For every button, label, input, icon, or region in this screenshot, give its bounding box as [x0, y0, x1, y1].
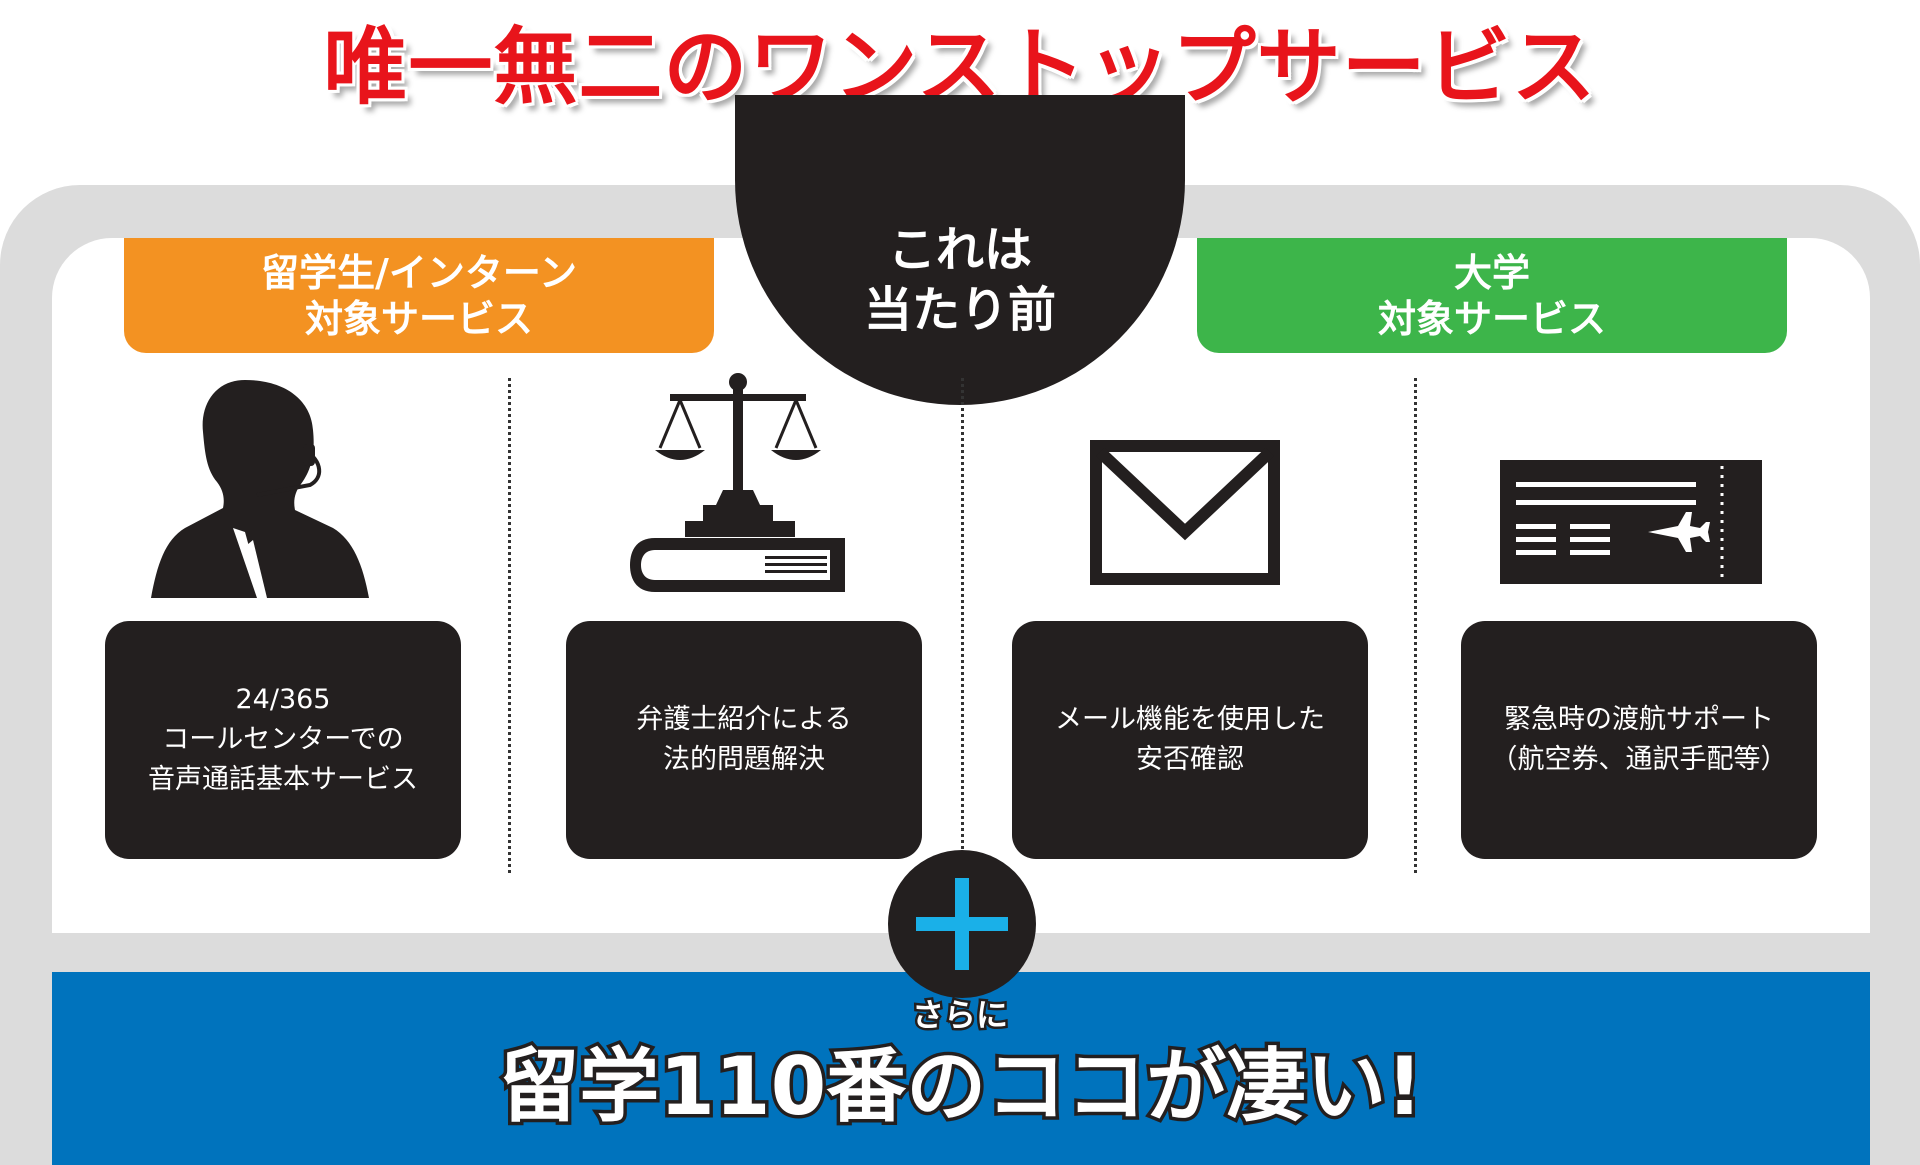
university-services-tag: 大学 対象サービス [1197, 238, 1787, 353]
column-divider [961, 378, 964, 873]
service-card: メール機能を使用した 安否確認 [1012, 621, 1368, 859]
scales-of-justice-icon [625, 370, 855, 600]
standard-badge-text: これは 当たり前 [863, 222, 1056, 338]
airplane-ticket-icon [1500, 460, 1762, 584]
plus-icon [888, 850, 1036, 998]
call-center-agent-icon [145, 370, 375, 600]
envelope-icon [1090, 440, 1280, 585]
banner-title: 留学110番のココが凄い! [496, 1037, 1426, 1137]
service-card: 弁護士紹介による 法的問題解決 [566, 621, 922, 859]
column-divider [1414, 378, 1417, 873]
column-divider [508, 378, 511, 873]
feature-banner [52, 972, 1870, 1165]
banner-kicker: さらに [909, 994, 1010, 1037]
student-services-tag: 留学生/インターン 対象サービス [124, 238, 714, 353]
service-card: 24/365 コールセンターでの 音声通話基本サービス [105, 621, 461, 859]
service-card: 緊急時の渡航サポート （航空券、通訳手配等） [1461, 621, 1817, 859]
